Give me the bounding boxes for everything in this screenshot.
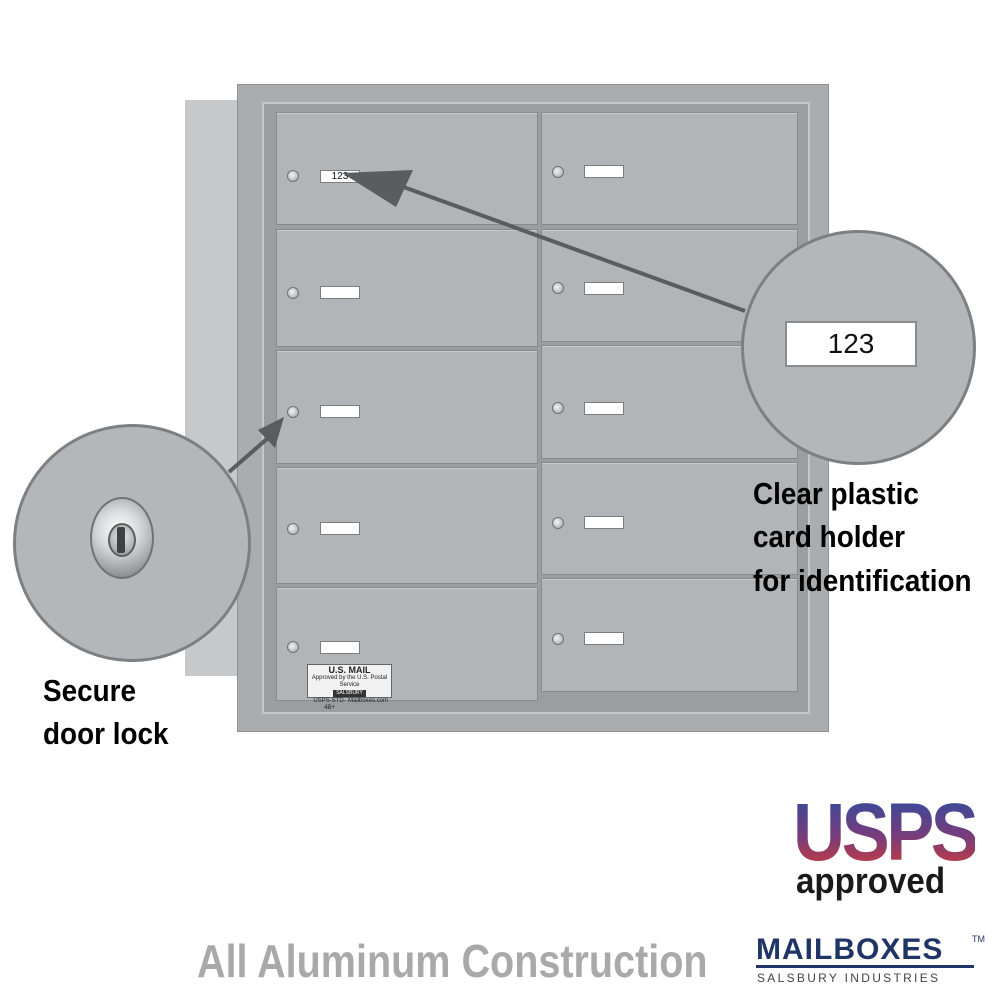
door-lock-icon xyxy=(552,517,564,529)
usps-logo-text: USPS xyxy=(793,787,979,878)
brand-trademark: TM xyxy=(972,934,985,944)
brand-underline xyxy=(756,965,974,968)
usps-approved-text: approved xyxy=(796,860,946,901)
plate-brand: SALSBURY xyxy=(333,690,366,697)
lock-arrow-head xyxy=(258,417,284,448)
door-lock-icon xyxy=(287,170,299,182)
mailbox-door-area: 123 U.S. MAIL Approved by the U.S. Posta… xyxy=(262,102,810,714)
card-holder xyxy=(584,282,624,295)
card-holder-arrow-line xyxy=(397,183,746,313)
plate-approval-text: Approved by the U.S. Postal Service xyxy=(311,675,388,688)
door-lock-icon xyxy=(552,166,564,178)
lock-closeup-icon xyxy=(90,497,154,579)
mailbox-door xyxy=(541,462,798,575)
plate-model: USPS-STD-4B+ xyxy=(313,698,346,711)
mailbox-door xyxy=(541,112,798,225)
mailbox-door xyxy=(276,350,538,464)
card-holder xyxy=(584,516,624,529)
mailbox-door xyxy=(541,578,798,692)
mailbox-door: 123 xyxy=(276,112,538,225)
brand-subtitle: SALSBURY INDUSTRIES xyxy=(757,971,941,985)
plate-title: U.S. MAIL xyxy=(328,665,371,675)
mailboxes-brand-logo: MAILBOXES xyxy=(756,933,944,966)
plate-footer: USPS-STD-4B+ Mailboxes.com xyxy=(308,698,391,712)
card-holder xyxy=(320,641,360,654)
card-holder-arrow-head xyxy=(342,170,413,207)
usps-mail-plate: U.S. MAIL Approved by the U.S. Postal Se… xyxy=(307,664,392,711)
card-holder xyxy=(320,405,360,418)
door-lock-icon xyxy=(552,633,564,645)
door-lock-icon xyxy=(287,287,299,299)
door-lock-icon xyxy=(552,402,564,414)
card-holder xyxy=(584,165,624,178)
key-slot xyxy=(117,527,125,553)
lock-arrow-line xyxy=(227,436,270,474)
door-lock-icon xyxy=(552,282,564,294)
card-holder xyxy=(584,632,624,645)
mailbox-door xyxy=(276,467,538,584)
card-holder-label-line2: card holder xyxy=(753,519,905,554)
plate-website: Mailboxes.com xyxy=(347,698,388,704)
door-lock-icon xyxy=(287,523,299,535)
door-lock-icon xyxy=(287,641,299,653)
card-holder-closeup: 123 xyxy=(785,321,917,367)
card-holder xyxy=(320,522,360,535)
lock-label-line2: door lock xyxy=(43,716,169,751)
card-holder-label-line1: Clear plastic xyxy=(753,476,919,511)
card-holder-label-line3: for identification xyxy=(753,563,972,598)
mailbox-door: U.S. MAIL Approved by the U.S. Postal Se… xyxy=(276,587,538,711)
construction-caption: All Aluminum Construction xyxy=(197,935,708,987)
door-lock-icon xyxy=(287,406,299,418)
card-holder xyxy=(584,402,624,415)
mailbox-door xyxy=(276,229,538,347)
card-holder xyxy=(320,286,360,299)
lock-label-line1: Secure xyxy=(43,673,137,708)
